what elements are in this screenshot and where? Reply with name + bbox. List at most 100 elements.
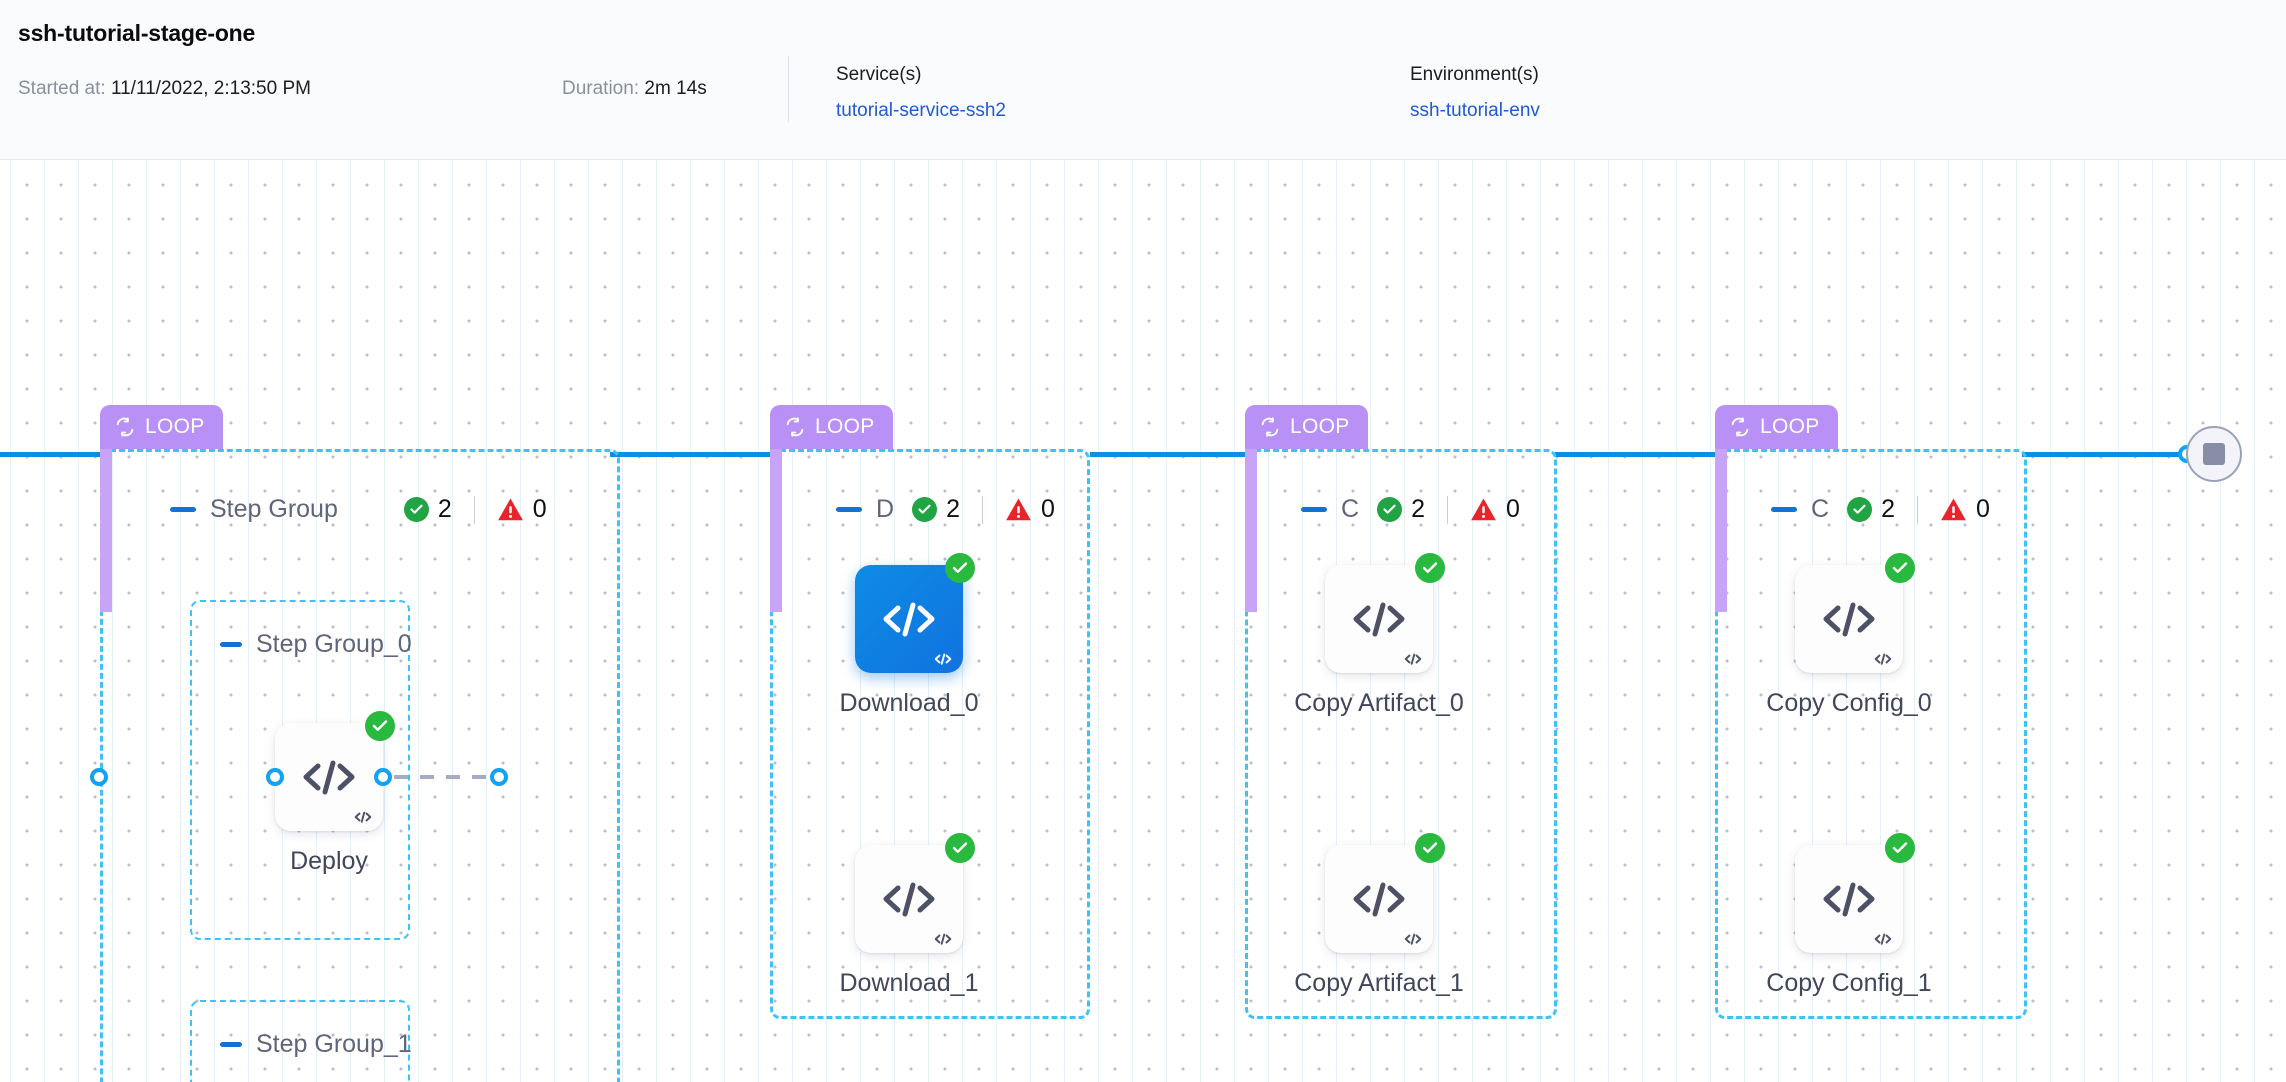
loop-badge-label: LOOP	[1290, 415, 1350, 438]
duration-label: Duration:	[562, 78, 640, 99]
node-card[interactable]	[1795, 553, 1915, 673]
code-icon	[1820, 877, 1878, 921]
node-label: Deploy	[290, 847, 368, 875]
stat-divider	[981, 495, 983, 524]
collapse-toggle-icon[interactable]	[170, 507, 196, 512]
collapse-toggle-icon[interactable]	[1771, 507, 1797, 512]
node-copy-artifact-1: Copy Artifact_1	[1294, 833, 1495, 998]
loop-icon	[1261, 417, 1279, 437]
edge-group-1-to-group-2	[610, 452, 770, 457]
error-icon	[1941, 498, 1966, 521]
node-card[interactable]	[1795, 833, 1915, 953]
collapse-toggle-icon[interactable]	[220, 642, 242, 647]
code-icon	[880, 877, 938, 921]
group-header: D 2 0	[836, 495, 1055, 524]
stop-square-icon	[2203, 443, 2225, 465]
node-label: Download_0	[839, 689, 979, 717]
loop-badge-label: LOOP	[815, 415, 875, 438]
started-at-value: 11/11/2022, 2:13:50 PM	[110, 78, 311, 99]
collapse-toggle-icon[interactable]	[836, 507, 862, 512]
node-copy-config-1: Copy Config_1	[1766, 833, 1960, 998]
loop-badge[interactable]: LOOP	[1715, 405, 1838, 449]
code-type-icon	[1872, 932, 1894, 946]
code-type-icon	[1402, 932, 1424, 946]
pipeline-canvas[interactable]: LOOP Step Group 2	[0, 160, 2286, 1082]
environments-value[interactable]: ssh-tutorial-env	[1410, 100, 1540, 121]
node-label: Copy Config_1	[1766, 969, 1932, 997]
error-count: 0	[1975, 495, 1990, 523]
node-card[interactable]	[1325, 553, 1445, 673]
code-type-icon	[932, 932, 954, 946]
collapse-toggle-icon[interactable]	[1301, 507, 1327, 512]
group-header: C 2 0	[1771, 495, 1990, 524]
loop-icon	[1731, 417, 1749, 437]
success-stat: 2	[1847, 495, 1895, 524]
error-count: 0	[1505, 495, 1520, 523]
group-name: D	[876, 495, 895, 523]
code-type-icon	[1402, 652, 1424, 666]
node-status-success-icon	[1415, 553, 1445, 583]
node-label: Copy Artifact_0	[1294, 689, 1464, 717]
error-stat: 0	[1940, 495, 1990, 524]
environments-label: Environment(s)	[1410, 64, 1539, 85]
success-stat: 2	[912, 495, 960, 524]
error-stat: 0	[1470, 495, 1520, 524]
success-stat: 2	[1377, 495, 1425, 524]
duration-value: 2m 14s	[644, 78, 707, 99]
loop-group-download: LOOP D 2	[770, 405, 1090, 1019]
loop-badge[interactable]: LOOP	[100, 405, 223, 449]
error-count: 0	[1040, 495, 1055, 523]
loop-badge[interactable]: LOOP	[770, 405, 893, 449]
subgroup-dashed-link	[394, 775, 494, 779]
node-input-port[interactable]	[266, 768, 284, 786]
node-card[interactable]	[855, 553, 975, 673]
group-boundary	[1245, 449, 1557, 1019]
node-status-success-icon	[945, 833, 975, 863]
loop-side-bar	[1715, 449, 1727, 612]
node-card[interactable]	[1325, 833, 1445, 953]
edge-group-2-to-group-3	[1090, 452, 1250, 457]
collapse-toggle-icon[interactable]	[220, 1042, 242, 1047]
group-name: C	[1811, 495, 1830, 523]
node-status-success-icon	[365, 711, 395, 741]
success-count: 2	[1411, 495, 1425, 523]
stat-divider	[473, 495, 475, 524]
node-label: Copy Artifact_1	[1294, 969, 1464, 997]
node-output-port[interactable]	[374, 768, 392, 786]
node-status-success-icon	[1415, 833, 1445, 863]
node-status-success-icon	[1885, 833, 1915, 863]
subgroup-header-step-group-1: Step Group_1	[220, 1030, 412, 1059]
node-deploy: Deploy	[266, 711, 395, 876]
execution-header: ssh-tutorial-stage-one Started at: 11/11…	[0, 0, 2286, 160]
page-title: ssh-tutorial-stage-one	[18, 20, 256, 46]
error-stat: 0	[1005, 495, 1055, 524]
success-icon	[403, 497, 429, 522]
services-block: Service(s) tutorial-service-ssh2	[836, 62, 1006, 124]
group-name: C	[1341, 495, 1360, 523]
subgroup-start-port[interactable]	[90, 768, 108, 786]
error-icon	[1471, 498, 1496, 521]
code-icon	[1350, 597, 1408, 641]
environments-block: Environment(s) ssh-tutorial-env	[1410, 62, 1540, 124]
subgroup-header-step-group-0: Step Group_0	[220, 630, 412, 659]
stat-divider	[1916, 495, 1918, 524]
started-at-label: Started at:	[18, 78, 106, 99]
node-card[interactable]	[266, 711, 395, 831]
loop-icon	[116, 417, 134, 437]
edge-group-3-to-group-4	[1555, 452, 1715, 457]
duration-block: Duration: 2m 14s	[562, 76, 707, 102]
loop-group-copy-artifact: LOOP C 2	[1245, 405, 1557, 1019]
node-card[interactable]	[855, 833, 975, 953]
services-value[interactable]: tutorial-service-ssh2	[836, 100, 1006, 121]
edge-group-4-to-end	[2022, 452, 2192, 457]
meta-divider	[788, 56, 789, 122]
end-node[interactable]	[2186, 426, 2242, 482]
node-copy-config-0: Copy Config_0	[1766, 553, 1960, 718]
execution-meta-row: Started at: 11/11/2022, 2:13:50 PM Durat…	[18, 56, 2286, 152]
subgroup-end-port[interactable]	[490, 768, 508, 786]
loop-side-bar	[1245, 449, 1257, 612]
group-header: C 2 0	[1301, 495, 1520, 524]
loop-badge[interactable]: LOOP	[1245, 405, 1368, 449]
success-icon	[912, 497, 938, 522]
